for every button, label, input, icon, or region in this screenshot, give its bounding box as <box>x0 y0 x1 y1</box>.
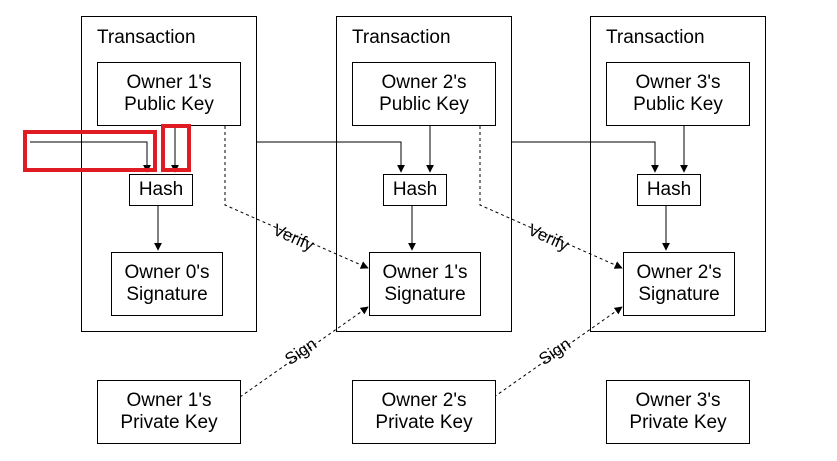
public-key-label: Public Key <box>124 94 214 115</box>
private-key-box-2: Owner 2's Private Key <box>352 380 496 444</box>
signature-label: Signature <box>384 284 466 305</box>
transaction-box-3: Transaction <box>590 16 766 332</box>
signature-label: Signature <box>126 284 208 305</box>
public-key-owner: Owner 3's <box>635 72 721 93</box>
transaction-title: Transaction <box>97 27 196 48</box>
hash-box-2: Hash <box>383 174 447 206</box>
hash-box-1: Hash <box>129 174 193 206</box>
public-key-box-3: Owner 3's Public Key <box>606 62 750 126</box>
transaction-title: Transaction <box>606 27 705 48</box>
chain-arrow-1 <box>257 141 405 173</box>
transaction-box-2: Transaction <box>336 16 512 332</box>
private-key-owner: Owner 3's <box>635 390 721 411</box>
sign-arrow-2 <box>493 306 623 398</box>
public-key-owner: Owner 1's <box>126 72 212 93</box>
private-key-owner: Owner 1's <box>126 390 212 411</box>
sign-arrow-1 <box>239 306 369 398</box>
public-key-label: Public Key <box>379 94 469 115</box>
highlight-incoming-arrow <box>23 130 157 172</box>
highlight-pubkey-arrow <box>161 124 191 172</box>
private-key-label: Private Key <box>120 412 218 433</box>
private-key-box-1: Owner 1's Private Key <box>97 380 241 444</box>
hash-label: Hash <box>138 179 184 200</box>
transaction-title: Transaction <box>352 27 451 48</box>
chain-arrow-2 <box>511 141 659 173</box>
hash-label: Hash <box>392 179 438 200</box>
signature-owner: Owner 2's <box>636 262 722 283</box>
signature-owner: Owner 1's <box>382 262 468 283</box>
signature-box-3: Owner 2's Signature <box>623 252 735 316</box>
transaction-box-1: Transaction <box>81 16 257 332</box>
private-key-owner: Owner 2's <box>381 390 467 411</box>
signature-label: Signature <box>638 284 720 305</box>
public-key-box-1: Owner 1's Public Key <box>97 62 241 126</box>
public-key-label: Public Key <box>633 94 723 115</box>
verify-arrow-1 <box>224 126 369 269</box>
signature-owner: Owner 0's <box>124 262 210 283</box>
public-key-owner: Owner 2's <box>381 72 467 93</box>
incoming-hash-arrow <box>30 141 151 173</box>
hash-box-3: Hash <box>637 174 701 206</box>
public-key-box-2: Owner 2's Public Key <box>352 62 496 126</box>
private-key-label: Private Key <box>629 412 727 433</box>
verify-arrow-2 <box>479 126 623 269</box>
signature-box-1: Owner 0's Signature <box>111 252 223 316</box>
signature-box-2: Owner 1's Signature <box>369 252 481 316</box>
private-key-label: Private Key <box>375 412 473 433</box>
hash-label: Hash <box>646 179 692 200</box>
private-key-box-3: Owner 3's Private Key <box>606 380 750 444</box>
